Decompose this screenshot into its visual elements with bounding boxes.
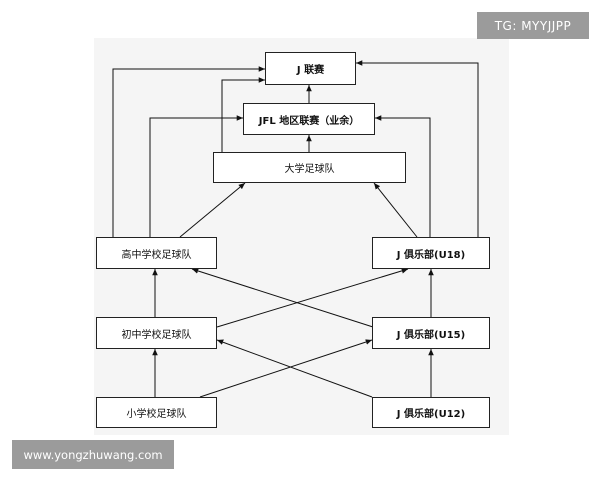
edge-highschool-to-jleague (112, 66, 265, 237)
edge-elementary-to-ju15 (199, 339, 373, 398)
node-j-u18: J 俱乐部(U18) (372, 237, 490, 269)
edge-ju18-to-university (373, 182, 418, 238)
edge-ju12-to-juniorhigh (216, 339, 373, 398)
edge-ju18-to-jfl (375, 115, 431, 237)
node-elementary: 小学校足球队 (96, 397, 217, 428)
watermark-bottom-left: www.yongzhuwang.com (12, 440, 174, 469)
edge-highschool-to-jfl (149, 115, 243, 237)
node-j-u15: J 俱乐部(U15) (372, 317, 490, 349)
watermark-top-right: TG: MYYJJPP (477, 12, 589, 39)
node-university: 大学足球队 (213, 152, 406, 183)
node-j-u12: J 俱乐部(U12) (372, 397, 490, 428)
edge-juniorhigh-to-ju18 (216, 268, 409, 328)
edge-ju18-to-jleague (356, 60, 479, 237)
node-jfl: JFL 地区联赛（业余） (243, 103, 375, 135)
edge-highschool-to-university (179, 182, 246, 238)
edge-university-to-jleague (221, 77, 265, 152)
node-junior-high: 初中学校足球队 (96, 317, 217, 349)
edge-ju15-to-highschool (191, 268, 374, 328)
node-high-school: 高中学校足球队 (96, 237, 217, 269)
node-j-league: J 联赛 (265, 52, 356, 85)
